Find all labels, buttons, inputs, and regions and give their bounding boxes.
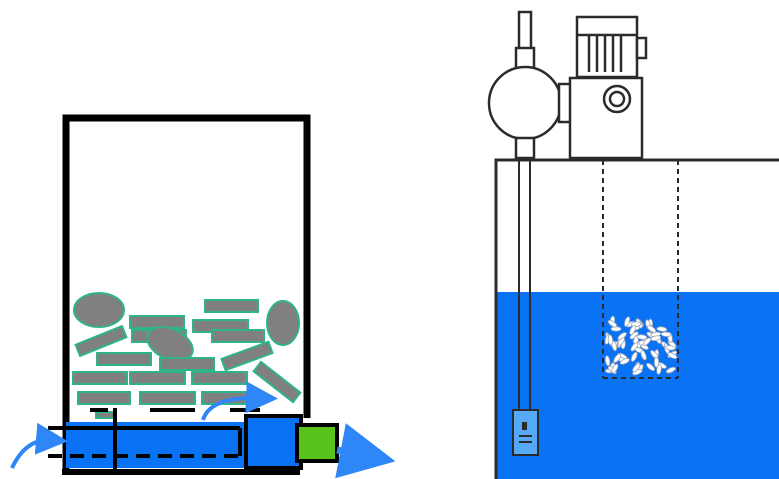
salt-pellet <box>630 351 638 362</box>
dissolver-container-outline <box>62 114 311 472</box>
salt-block <box>72 371 128 385</box>
salt-pellet <box>624 316 631 327</box>
salt-pellet <box>607 319 618 328</box>
salt-pellets <box>604 315 678 376</box>
salt-pellet <box>653 356 660 368</box>
motor <box>568 15 648 160</box>
brine-tank-with-dosing-pump <box>487 10 779 479</box>
salt-pellet <box>629 324 637 335</box>
salt-blocks <box>72 292 302 419</box>
suction-tube <box>518 140 531 412</box>
salt-pellet <box>607 334 614 346</box>
salt-pellet <box>650 335 662 342</box>
outlet-arrow <box>335 423 396 479</box>
salt-block <box>74 324 128 358</box>
salt-block <box>211 329 265 343</box>
salt-block <box>129 371 186 385</box>
float-switch <box>512 409 539 456</box>
outlet-chamber <box>244 414 303 470</box>
tank-outline <box>494 158 779 479</box>
salt-pellet <box>667 352 678 360</box>
salt-block <box>191 371 248 385</box>
salt-basket <box>602 160 679 379</box>
salt-pellet <box>665 366 676 374</box>
salt-pellet <box>660 331 672 337</box>
dosing-pump-head <box>487 10 576 160</box>
salt-block <box>220 340 274 372</box>
salt-pellet <box>632 363 641 373</box>
salt-pellet <box>617 332 627 340</box>
salt-pellet <box>619 358 630 365</box>
salt-pellet <box>636 334 648 340</box>
salt-block <box>73 292 125 328</box>
salt-pellet <box>640 350 647 361</box>
salt-block <box>266 300 300 346</box>
salt-pellet <box>656 326 668 332</box>
salt-pellet <box>642 337 652 346</box>
salt-block <box>129 315 185 329</box>
salt-dissolver-cross-section <box>10 114 396 479</box>
salt-pellet <box>630 342 639 352</box>
salt-block <box>159 357 215 371</box>
salt-block <box>77 391 131 405</box>
internal-curved-arrow <box>201 381 278 421</box>
salt-block <box>204 299 259 313</box>
outlet-valve <box>295 423 339 463</box>
salt-block <box>139 391 196 405</box>
salt-pellet <box>647 325 657 333</box>
salt-pellet <box>611 363 619 374</box>
inlet-curved-arrow <box>10 422 68 469</box>
salt-pellet <box>664 345 676 351</box>
salt-pellet <box>646 362 656 372</box>
inlet-pipe-lines <box>48 408 242 472</box>
salt-pellet <box>604 355 611 367</box>
salt-pellet <box>613 353 622 363</box>
salt-block <box>96 352 152 366</box>
